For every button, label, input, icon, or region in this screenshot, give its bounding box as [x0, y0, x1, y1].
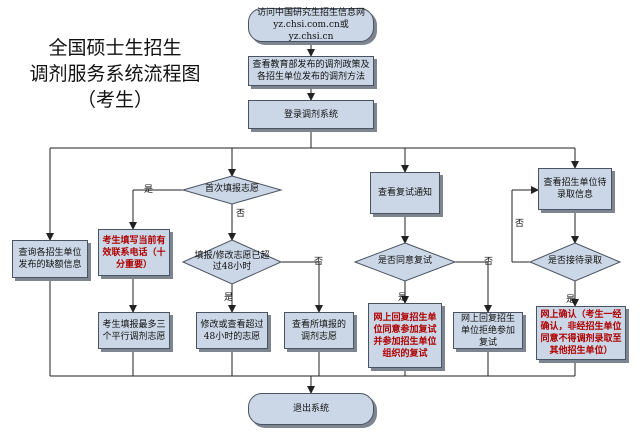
decision-first-choice	[181, 175, 283, 205]
decision-modify-48h	[181, 239, 283, 285]
label-yes-admit: 是	[566, 295, 576, 305]
decision-first-choice-text: 首次填报志愿	[204, 184, 259, 194]
node-reject-retest: 网上回复招生单位拒绝参加复试	[453, 312, 523, 349]
diagram-title-line3: （考生）	[76, 89, 153, 111]
label-yes-first-choice: 是	[144, 185, 154, 195]
decision-accept-admit-text: 是否接待录取	[547, 256, 602, 266]
decision-agree-retest-text: 是否同意复试	[377, 256, 432, 266]
node-exit: 退出系统	[248, 393, 374, 425]
decision-modify-48h-text: 填报/修改志愿已超过48小时	[194, 251, 270, 272]
label-no-retest: 否	[484, 257, 494, 267]
node-query-vacancy: 查询各招生单位发布的缺额信息	[12, 240, 88, 278]
label-no-modify: 否	[314, 257, 324, 267]
node-modify-view: 修改或查看超过48小时的志愿	[196, 312, 268, 349]
label-yes-modify: 是	[224, 293, 234, 303]
node-pending-admit: 查看招生单位待录取信息	[538, 168, 612, 210]
node-confirm-admit: 网上确认（考生一经确认，非经招生单位同意不得调剂录取至其他招生单位）	[536, 306, 626, 360]
decision-accept-admit	[528, 242, 622, 282]
node-retest-notice: 查看复试通知	[370, 172, 440, 214]
label-no-first-choice: 否	[236, 209, 246, 219]
label-no-admit: 否	[515, 219, 525, 229]
label-yes-retest: 是	[398, 293, 408, 303]
diagram-title-line2: 调剂服务系统流程图	[29, 63, 201, 85]
node-view-filled: 查看所填报的调剂志愿	[284, 312, 354, 349]
node-fill-contact: 考生填写当前有效联系电话（十分重要）	[98, 229, 170, 276]
node-check-policy: 查看教育部发布的调剂政策及各招生单位发布的调剂方法	[248, 56, 374, 86]
node-login: 登录调剂系统	[248, 100, 374, 129]
node-fill-three: 考生填报最多三个平行调剂志愿	[98, 312, 170, 349]
node-confirm-retest: 网上回复招生单位同意参加复试并参加招生单位组织的复试	[368, 303, 442, 368]
decision-agree-retest	[353, 242, 457, 282]
diagram-title-line1: 全国硕士生招生	[48, 37, 182, 59]
node-visit-site: 访问中国研究生招生信息网 yz.chsi.com.cn或yz.chsi.cn	[248, 8, 374, 42]
